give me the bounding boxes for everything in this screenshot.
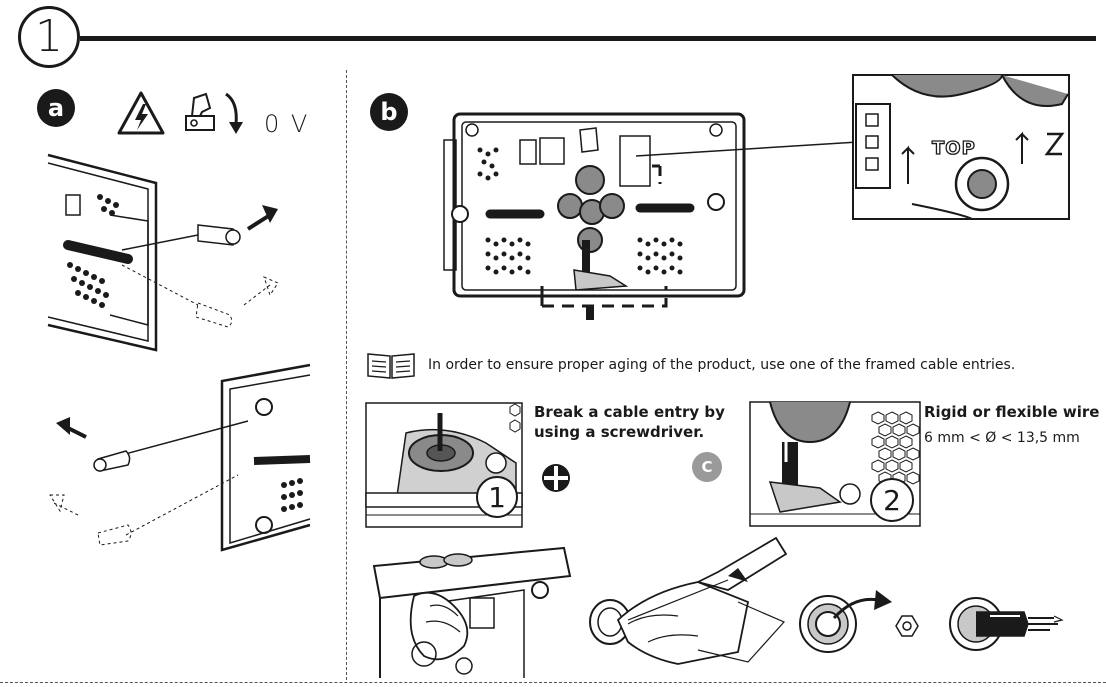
grommet-illustration	[799, 590, 919, 653]
breaker-off-icon	[185, 92, 243, 134]
high-voltage-warning-icon	[117, 91, 165, 135]
badge-a: a	[37, 89, 75, 127]
vertical-divider	[346, 70, 347, 680]
step1-label-line1: Break a cable entry by	[534, 403, 725, 421]
step2-number: 2	[883, 483, 901, 517]
step2-number-circle: 2	[870, 478, 914, 522]
voltage-label: 0 V	[264, 110, 310, 138]
remove-cover-illustration-1	[47, 153, 279, 352]
option-c-badge: C	[692, 452, 722, 482]
hex-grille-icon	[509, 403, 521, 433]
step-number-circle: 1	[18, 6, 80, 68]
book-icon	[367, 353, 415, 379]
hand-install-illustration	[372, 546, 572, 678]
badge-a-label: a	[47, 94, 65, 122]
step2-label-line2: 6 mm < Ø < 13,5 mm	[924, 430, 1080, 446]
title-rule	[80, 36, 1096, 41]
cable-through-grommet-illustration	[949, 597, 1064, 651]
step2-label-line1: Rigid or flexible wire	[924, 403, 1100, 421]
step1-number: 1	[488, 480, 506, 514]
remove-cover-illustration-2	[49, 363, 311, 552]
note-text: In order to ensure proper aging of the p…	[428, 357, 1016, 373]
bottom-divider	[0, 682, 1106, 683]
pierce-membrane-illustration	[589, 536, 788, 665]
badge-b: b	[370, 93, 408, 131]
step-number: 1	[35, 11, 63, 62]
step1-number-circle: 1	[476, 476, 518, 518]
badge-b-label: b	[380, 98, 398, 126]
device-back-box-illustration	[443, 112, 859, 320]
top-orientation-detail	[852, 74, 1070, 220]
option-c-label: C	[701, 458, 713, 476]
top-label: TOP	[931, 137, 976, 159]
step1-label-line2: using a screwdriver.	[534, 423, 705, 441]
plus-icon	[542, 464, 570, 492]
